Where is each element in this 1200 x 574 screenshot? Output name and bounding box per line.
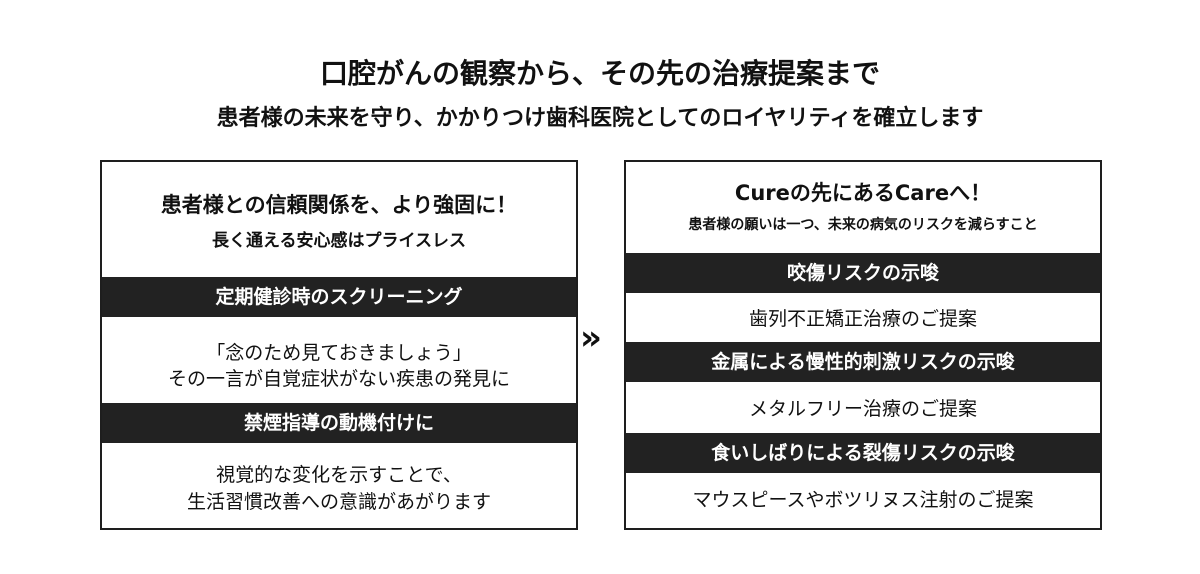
section-text: メタルフリー治療のご提案 (748, 398, 977, 420)
section-label: 食いしばりによる裂傷リスクの示唆 (626, 433, 1100, 473)
page-title: 口腔がんの観察から、その先の治療提案まで (319, 57, 880, 90)
section-text: マウスピースやボツリヌス注射のご提案 (692, 489, 1034, 511)
section-text: 歯列不正矯正治療のご提案 (748, 308, 977, 330)
section-label: 金属による慢性的刺激リスクの示唆 (626, 342, 1100, 382)
right-subheading: 患者様の願いは一つ、未来の病気のリスクを減らすこと (688, 217, 1038, 233)
section-text: その一言が自覚症状がない疾患の発見に (167, 368, 510, 390)
section-text: 生活習慣改善への意識があがります (186, 491, 491, 513)
section-label: 定期健診時のスクリーニング (102, 277, 576, 317)
right-panel: Cureの先にあるCareへ！ 患者様の願いは一つ、未来の病気のリスクを減らすこ… (624, 160, 1102, 530)
double-chevron-right-icon: » (580, 318, 602, 358)
section-text: 視覚的な変化を示すことで、 (216, 464, 462, 486)
page-subtitle: 患者様の未来を守り、かかりつけ歯科医院としてのロイヤリティを確立します (216, 106, 984, 131)
section-text: 「念のため見ておきましょう」 (206, 342, 472, 364)
section-label: 咬傷リスクの示唆 (626, 253, 1100, 293)
left-subheading: 長く通える安心感はプライスレス (212, 231, 466, 251)
left-heading: 患者様との信頼関係を、より強固に！ (160, 193, 518, 217)
right-heading: Cureの先にあるCareへ！ (734, 181, 992, 205)
left-panel: 患者様との信頼関係を、より強固に！ 長く通える安心感はプライスレス 定期健診時の… (100, 160, 578, 530)
section-label: 禁煙指導の動機付けに (102, 403, 576, 443)
